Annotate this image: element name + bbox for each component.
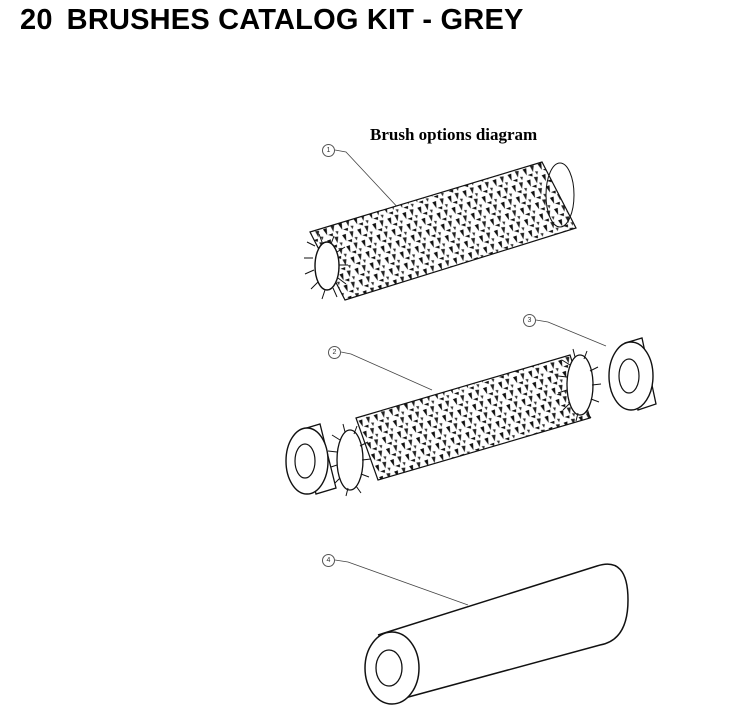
diagram-caption: Brush options diagram: [370, 125, 538, 144]
part-4-foam-roller: [364, 563, 629, 705]
part-1-bristle-brush: [304, 161, 577, 301]
section-heading: 20 BRUSHES CATALOG KIT - GREY: [20, 4, 524, 37]
callout-1: 1: [322, 144, 335, 157]
callout-4: 4: [322, 554, 335, 567]
part-2-bristle-brush-with-discs: [285, 348, 602, 497]
callout-2: 2: [328, 346, 341, 359]
callout-3: 3: [523, 314, 536, 327]
section-number: 20: [20, 4, 53, 36]
section-title: BRUSHES CATALOG KIT - GREY: [66, 4, 524, 36]
part-3-end-cap: [608, 337, 657, 411]
